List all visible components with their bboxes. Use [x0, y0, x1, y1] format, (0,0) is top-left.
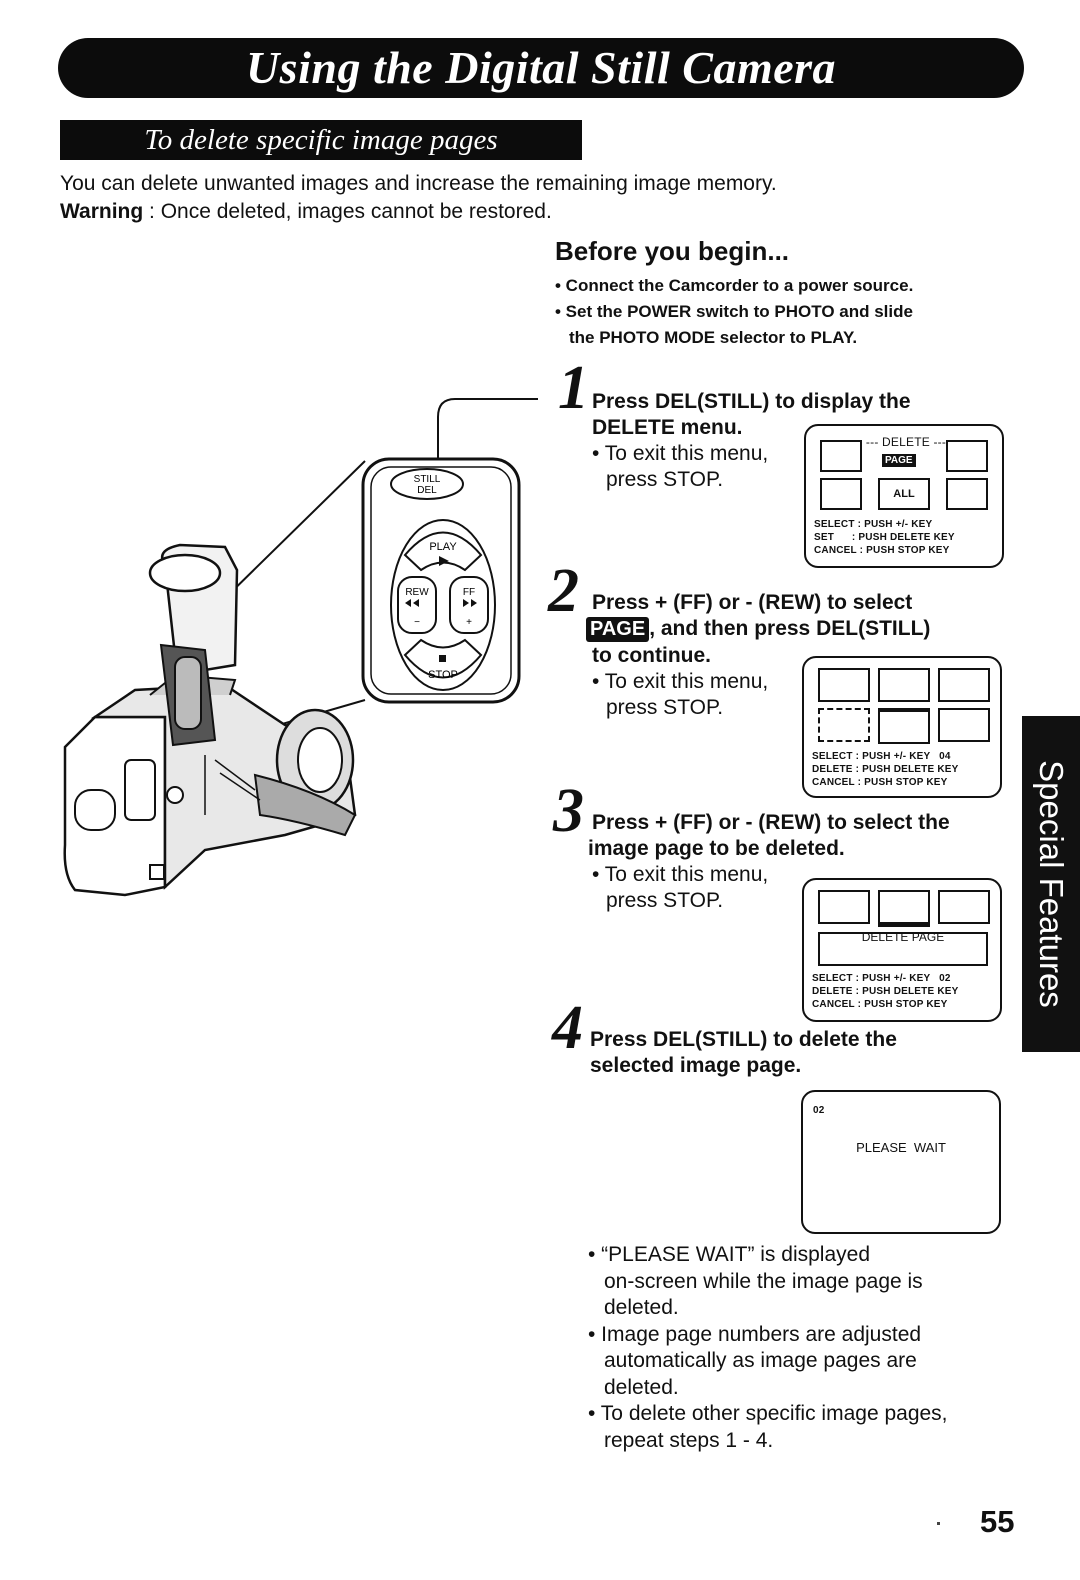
- section-side-tab: Special Features: [1022, 716, 1080, 1052]
- thumbnail-box-selected: [878, 890, 930, 927]
- title-banner: Using the Digital Still Camera: [58, 38, 1024, 98]
- step-number: 2: [548, 557, 579, 625]
- step-note: press STOP.: [606, 696, 724, 719]
- note-line: • “PLEASE WAIT” is displayed: [588, 1243, 870, 1266]
- thumbnail-box: [818, 708, 870, 742]
- thumbnail-box: [878, 668, 930, 702]
- screen-line: CANCEL : PUSH STOP KEY: [814, 545, 950, 556]
- intro-line: You can delete unwanted images and incre…: [60, 172, 777, 195]
- page-option: PAGE: [882, 454, 916, 467]
- page-chip: PAGE: [586, 617, 650, 642]
- note-line: • To delete other specific image pages,: [588, 1402, 948, 1425]
- please-wait-message: PLEASE WAIT: [856, 1140, 946, 1155]
- step-note: press STOP.: [606, 468, 724, 491]
- step-heading: Press + (FF) or - (REW) to select: [592, 591, 913, 614]
- step-number: 4: [552, 994, 583, 1062]
- page-select-screen: SELECT : PUSH +/- KEY 04 DELETE : PUSH D…: [802, 656, 1002, 798]
- step-number: 3: [553, 777, 584, 845]
- prep-item: • Set the POWER switch to PHOTO and slid…: [555, 302, 913, 321]
- prep-item: • Connect the Camcorder to a power sourc…: [555, 276, 914, 295]
- page-number-readout: 02: [813, 1105, 825, 1116]
- delete-menu-label: --- DELETE ---: [865, 435, 947, 449]
- thumbnail-box: [820, 478, 862, 510]
- screen-line: SELECT : PUSH +/- KEY 04: [812, 751, 951, 762]
- decorative-dot: [937, 1522, 940, 1525]
- screen-line: SELECT : PUSH +/- KEY: [814, 519, 933, 530]
- screen-line: DELETE : PUSH DELETE KEY: [812, 764, 959, 775]
- delete-page-box: [818, 932, 988, 966]
- step-heading: Press DEL(STILL) to delete the: [590, 1028, 897, 1051]
- all-option: ALL: [878, 478, 930, 510]
- plus-label: +: [466, 617, 472, 628]
- step-heading: image page to be deleted.: [588, 837, 845, 860]
- thumbnail-box-selected: [878, 708, 930, 744]
- rewind-icon: [405, 599, 419, 607]
- note-line: • Image page numbers are adjusted: [588, 1322, 922, 1346]
- note-line: repeat steps 1 - 4.: [604, 1428, 774, 1452]
- screen-line: CANCEL : PUSH STOP KEY: [812, 999, 948, 1010]
- thumbnail-box: [946, 478, 988, 510]
- screen-line: CANCEL : PUSH STOP KEY: [812, 777, 948, 788]
- page-number: 55: [980, 1504, 1015, 1539]
- warning-line: Warning : Once deleted, images cannot be…: [60, 198, 960, 226]
- delete-page-label: DELETE PAGE: [861, 930, 945, 944]
- please-wait-screen: 02 PLEASE WAIT: [801, 1090, 1001, 1234]
- step-heading: DELETE menu.: [592, 416, 743, 439]
- rew-label: REW: [405, 587, 429, 598]
- step-note: • To exit this menu,: [592, 670, 769, 693]
- step-heading: to continue.: [592, 644, 711, 667]
- intro-text: You can delete unwanted images and incre…: [60, 170, 960, 226]
- thumbnail-box: [818, 668, 870, 702]
- step-heading: selected image page.: [590, 1054, 802, 1077]
- step-note: • To exit this menu,: [592, 863, 769, 886]
- screen-line: SELECT : PUSH +/- KEY 02: [812, 973, 951, 984]
- before-title: Before you begin...: [555, 236, 790, 266]
- screen-line: DELETE : PUSH DELETE KEY: [812, 986, 959, 997]
- del-label: DEL: [417, 485, 437, 496]
- thumbnail-box: [938, 890, 990, 924]
- side-tab-label: Special Features: [1033, 760, 1070, 1008]
- minus-label: −: [414, 617, 420, 628]
- still-label: STILL: [414, 474, 441, 485]
- step-number: 1: [558, 354, 589, 422]
- section-title: To delete specific image pages: [144, 124, 498, 156]
- ff-label: FF: [463, 587, 475, 598]
- screen-line: SET : PUSH DELETE KEY: [814, 532, 955, 543]
- step-heading-line: PAGE, and then press DEL(STILL): [586, 616, 930, 642]
- note-line: automatically as image pages are: [604, 1349, 917, 1372]
- play-label: PLAY: [429, 541, 457, 553]
- warning-text: : Once deleted, images cannot be restore…: [143, 200, 552, 223]
- step-heading: Press + (FF) or - (REW) to select the: [592, 811, 950, 834]
- thumbnail-box: [820, 440, 862, 472]
- thumbnail-box: [946, 440, 988, 472]
- section-banner: To delete specific image pages: [60, 120, 582, 160]
- step-note: • To exit this menu,: [592, 442, 769, 465]
- prep-item: the PHOTO MODE selector to PLAY.: [569, 328, 858, 347]
- warning-label: Warning: [60, 200, 144, 223]
- thumbnail-box: [818, 890, 870, 924]
- stop-label: STOP: [428, 669, 458, 681]
- step-note: press STOP.: [606, 889, 724, 912]
- delete-menu-screen: --- DELETE --- PAGE ALL SELECT : PUSH +/…: [804, 424, 1004, 568]
- fast-forward-icon: [463, 599, 477, 607]
- page-title: Using the Digital Still Camera: [245, 42, 837, 93]
- thumbnail-box: [938, 668, 990, 702]
- stop-icon: [439, 655, 446, 662]
- step-heading: , and then press DEL(STILL): [649, 617, 931, 640]
- thumbnail-box: [938, 708, 990, 742]
- note-line: deleted.: [604, 1296, 679, 1319]
- camcorder-illustration: STILL DEL PLAY REW − FF + STOP: [63, 398, 538, 897]
- delete-page-screen: DELETE PAGE SELECT : PUSH +/- KEY 02 DEL…: [802, 878, 1002, 1022]
- note-line: on-screen while the image page is: [604, 1269, 923, 1293]
- play-icon: [439, 556, 449, 566]
- note-line: deleted.: [604, 1375, 679, 1399]
- notes-list: • “PLEASE WAIT” is displayed on-screen w…: [588, 1242, 1018, 1454]
- step-heading: Press DEL(STILL) to display the: [592, 390, 911, 413]
